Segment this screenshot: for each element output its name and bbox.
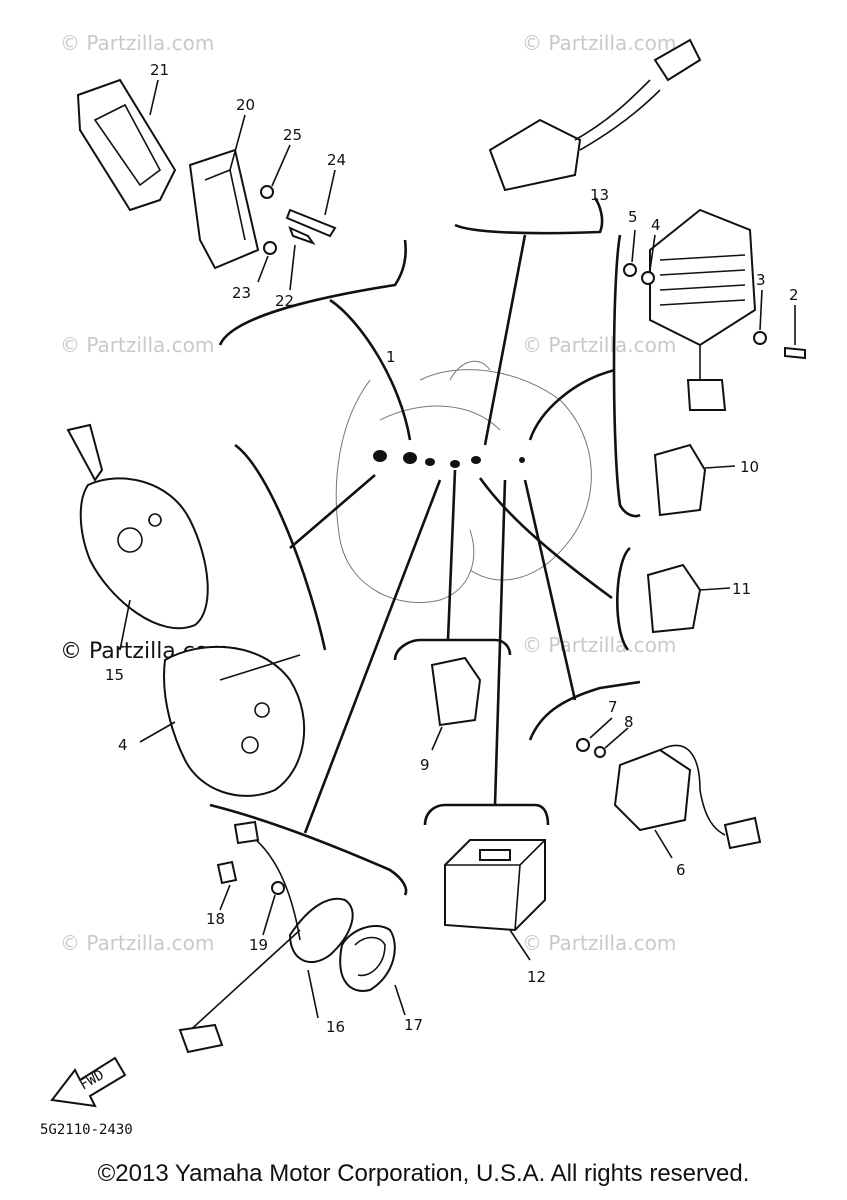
callout-7: 7: [608, 698, 618, 716]
mounting-points: [373, 450, 525, 468]
callout-12: 12: [527, 968, 546, 986]
callout-6: 6: [676, 861, 686, 879]
part-21-housing: [76, 78, 177, 212]
callout-3: 3: [756, 271, 766, 289]
part-20-lens: [188, 148, 260, 270]
watermark: © Partzilla.com: [522, 31, 676, 55]
callout-13: 13: [590, 186, 609, 204]
watermark: © Partzilla.com: [522, 633, 676, 657]
screw-22: [288, 226, 316, 245]
part-1-regulator: [623, 208, 806, 411]
callout-15: 15: [105, 666, 124, 684]
callout-19: 19: [249, 936, 268, 954]
callout-22: 22: [275, 292, 294, 310]
washer-23: [263, 241, 277, 255]
watermark: © Partzilla.com: [522, 931, 676, 955]
copyright-footer: ©2013 Yamaha Motor Corporation, U.S.A. A…: [97, 1160, 750, 1187]
callout-2: 2: [789, 286, 799, 304]
callout-17: 17: [404, 1016, 423, 1034]
callout-23: 23: [232, 284, 251, 302]
callout-4: 4: [651, 216, 661, 234]
part-15-switch: [66, 423, 376, 651]
diagram-code: 5G2110-2430: [40, 1122, 133, 1138]
screw-24: [285, 208, 337, 238]
callout-4-switch: 4: [118, 736, 128, 754]
callout-18: 18: [206, 910, 225, 928]
callout-9: 9: [420, 756, 430, 774]
fwd-arrow: FWD: [50, 1056, 127, 1108]
washer-25: [260, 185, 274, 199]
leaders-top-left: [149, 79, 412, 441]
callout-labels: 21 20 25 24 23 22 13 5 4 3 2 1 10 11 15 …: [105, 61, 799, 1036]
callout-20: 20: [236, 96, 255, 114]
callout-16: 16: [326, 1018, 345, 1036]
part-4-switch: [139, 645, 306, 797]
motorcycle-outline: [335, 360, 592, 603]
watermark: © Partzilla.com: [522, 333, 676, 357]
part-13-connector: [454, 38, 702, 446]
callout-5: 5: [628, 208, 638, 226]
part-6-flasher: [523, 479, 762, 859]
leaders-right-top: [528, 229, 796, 518]
part-12-unit: [423, 479, 550, 961]
part-10-relay: [653, 443, 736, 517]
callout-21: 21: [150, 61, 169, 79]
watermark: © Partzilla.com: [60, 31, 214, 55]
watermark: © Partzilla.com: [60, 931, 214, 955]
part-16-sender: [178, 479, 442, 1054]
callout-11: 11: [732, 580, 751, 598]
callout-24: 24: [327, 151, 346, 169]
callout-10: 10: [740, 458, 759, 476]
callout-1: 1: [386, 348, 396, 366]
part-9-relay: [393, 469, 512, 751]
callout-8: 8: [624, 713, 634, 731]
watermark: © Partzilla.com: [60, 333, 214, 357]
callout-25: 25: [283, 126, 302, 144]
